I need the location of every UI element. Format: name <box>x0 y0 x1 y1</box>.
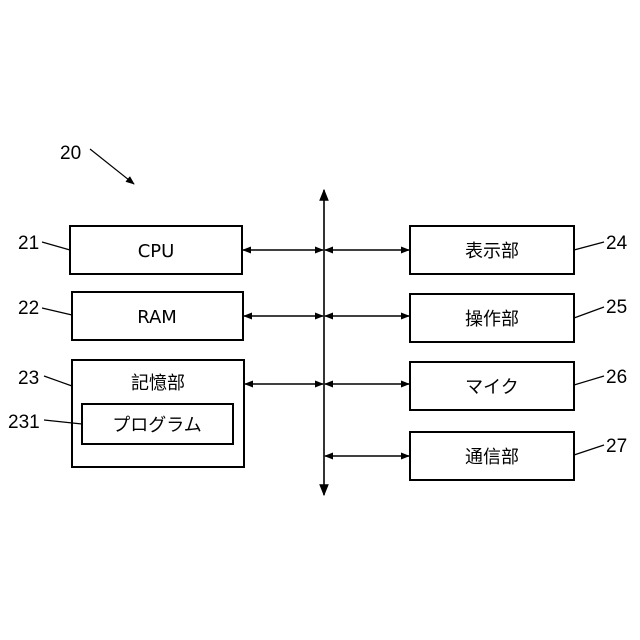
cpu-block: CPU <box>70 226 242 274</box>
comm-ref-leader <box>574 445 604 455</box>
cpu-label: CPU <box>138 241 175 262</box>
operation-label: 操作部 <box>465 309 519 330</box>
mic-label: マイク <box>465 377 519 398</box>
cpu-ref-leader <box>42 242 70 250</box>
ram-ref-label: 22 <box>18 298 39 319</box>
operation-ref-leader <box>574 307 604 318</box>
display-block: 表示部 <box>410 226 574 274</box>
program-block: プログラム <box>82 404 233 444</box>
ram-block: RAM <box>72 292 243 340</box>
display-ref-leader <box>574 242 604 250</box>
cpu-ref-label: 21 <box>18 233 39 254</box>
program-ref-label: 231 <box>8 412 40 433</box>
ram-label: RAM <box>137 307 177 328</box>
display-label: 表示部 <box>465 241 519 262</box>
display-ref-label: 24 <box>606 233 628 254</box>
figure-ref-label: 20 <box>60 143 81 164</box>
program-label: プログラム <box>112 415 201 436</box>
storage-ref-leader <box>44 376 72 386</box>
storage-label: 記憶部 <box>131 373 185 394</box>
mic-ref-label: 26 <box>606 367 627 388</box>
comm-ref-label: 27 <box>606 436 627 457</box>
comm-block: 通信部 <box>410 432 574 480</box>
mic-ref-leader <box>574 376 604 385</box>
mic-block: マイク <box>410 362 574 410</box>
storage-ref-label: 23 <box>18 368 39 389</box>
operation-block: 操作部 <box>410 294 574 342</box>
figure-ref-pointer-arrow <box>90 149 134 184</box>
ram-ref-leader <box>42 308 72 315</box>
storage-block: 記憶部 プログラム <box>72 360 244 467</box>
operation-ref-label: 25 <box>606 297 627 318</box>
comm-label: 通信部 <box>465 447 519 468</box>
